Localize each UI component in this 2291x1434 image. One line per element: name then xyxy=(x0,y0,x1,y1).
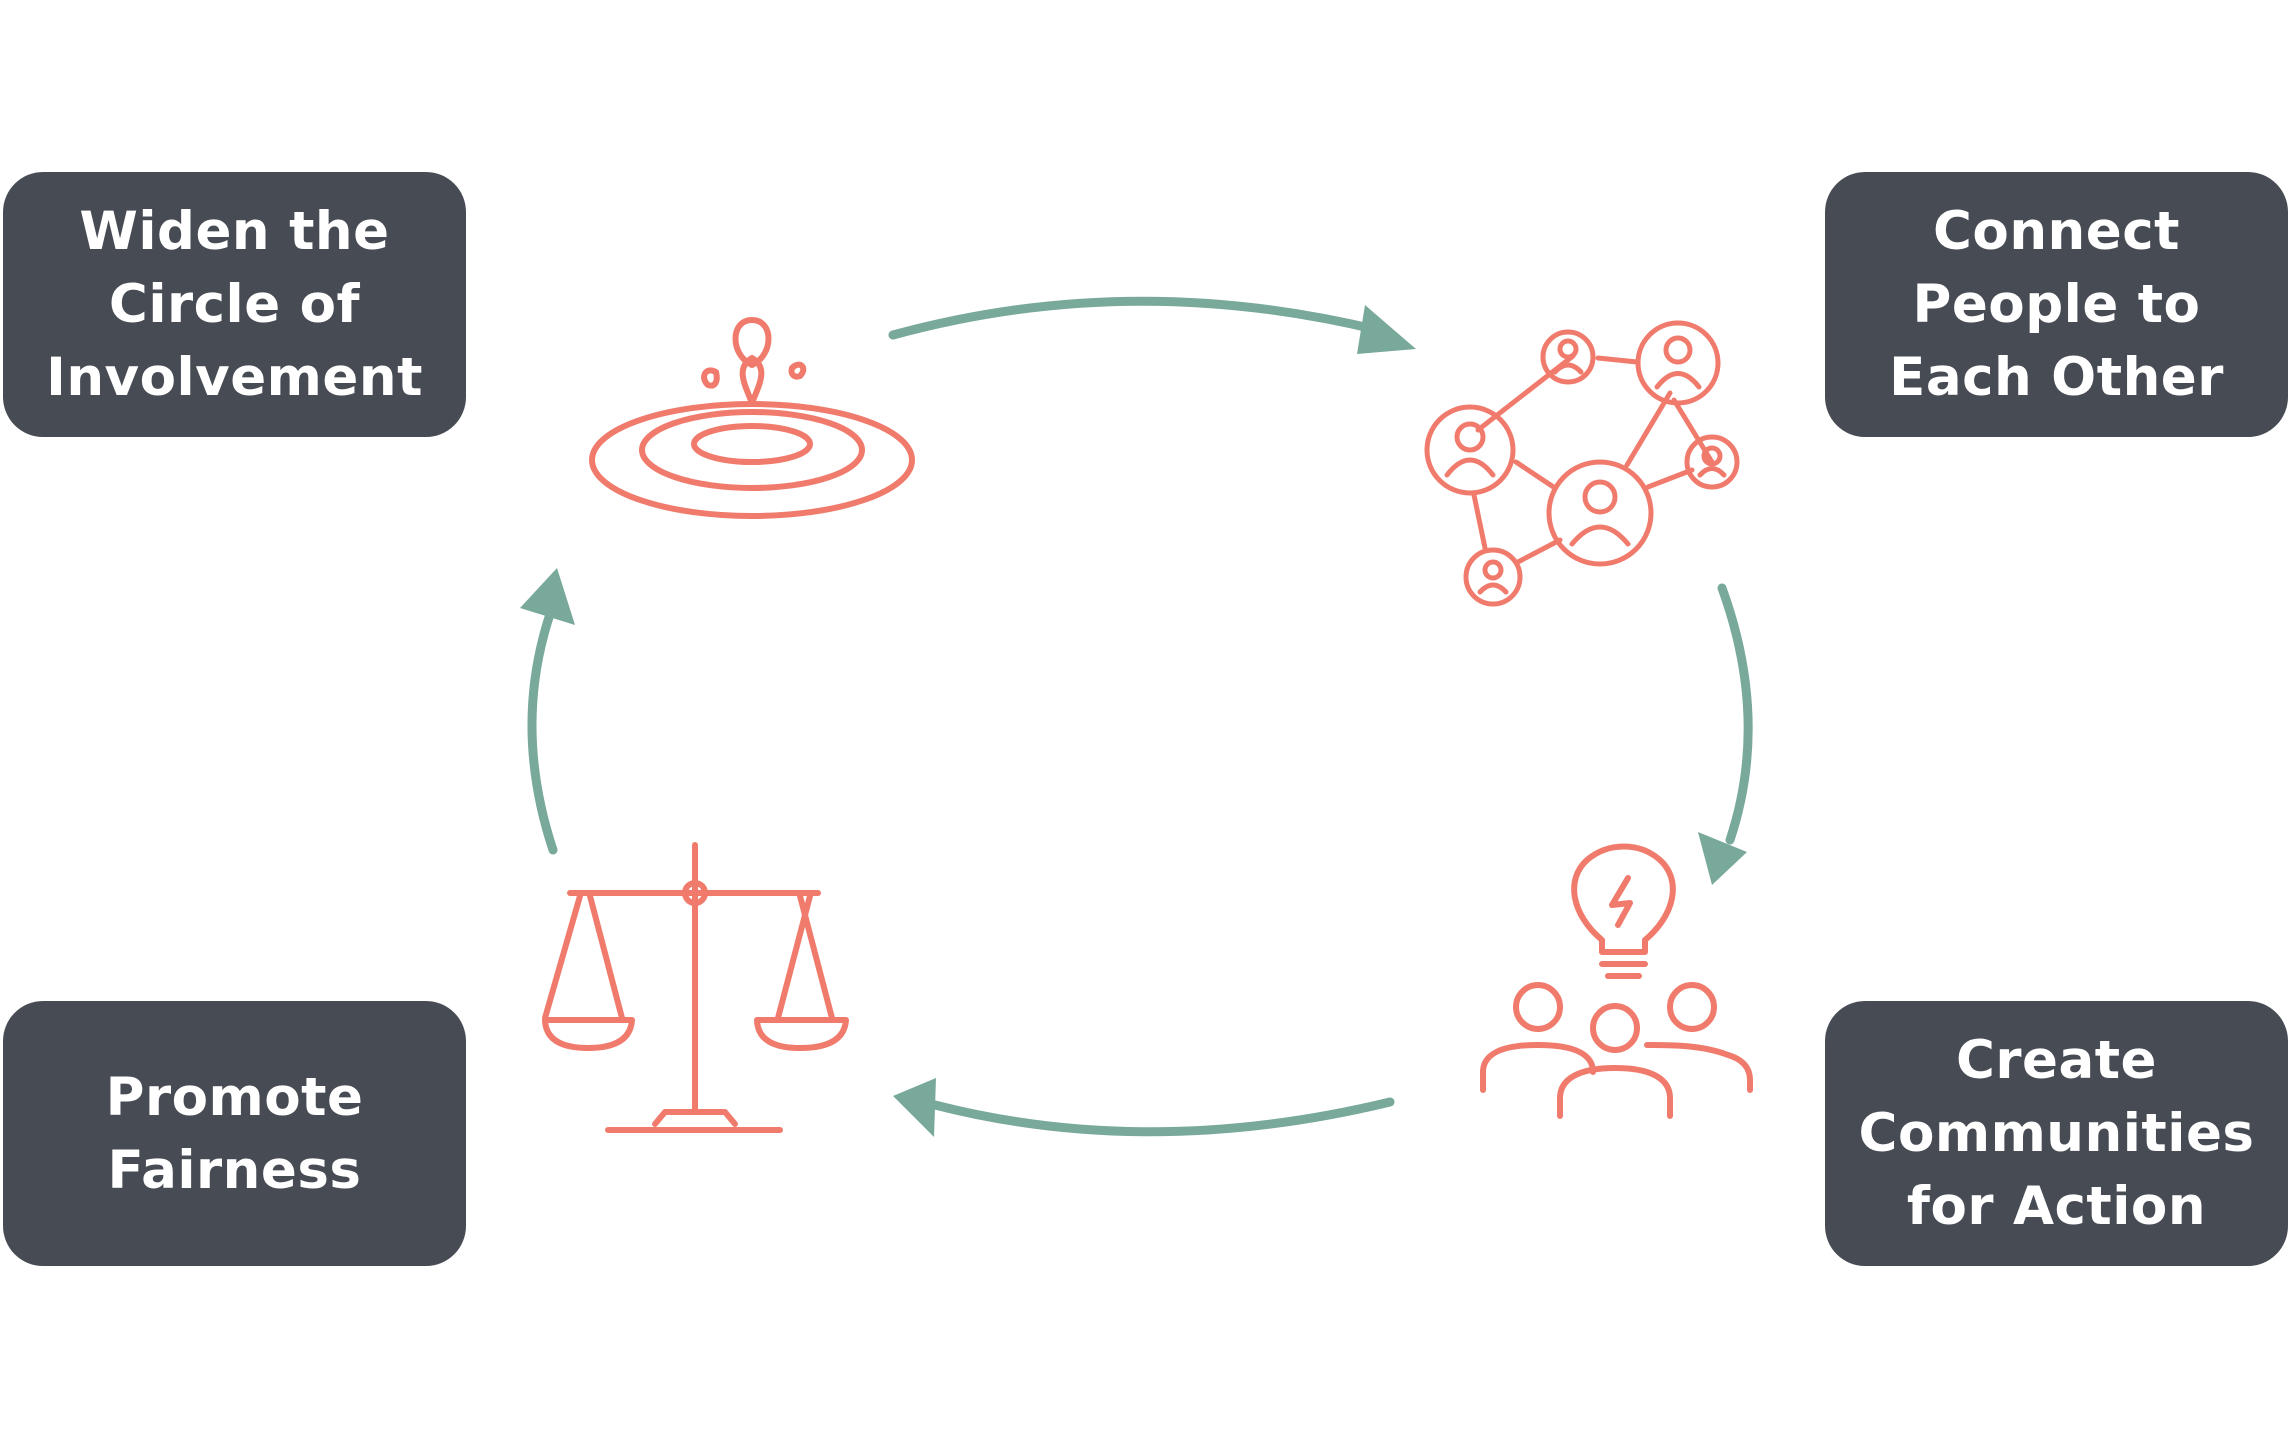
arrowhead-right xyxy=(1698,832,1747,885)
water-drop-ripple-icon xyxy=(589,317,915,519)
step-label: Create Communities for Action xyxy=(1858,1030,2255,1237)
arrow-top xyxy=(888,296,1383,340)
step-label: Connect People to Each Other xyxy=(1889,201,2224,408)
people-network-icon xyxy=(1424,320,1740,607)
step-box-connect-people: Connect People to Each Other xyxy=(1825,172,2288,437)
step-box-promote-fairness: Promote Fairness xyxy=(3,1001,466,1266)
step-label: Widen the Circle of Involvement xyxy=(46,201,423,408)
arrowhead-left xyxy=(520,568,575,625)
step-label: Promote Fairness xyxy=(105,1066,364,1201)
group-lightbulb-icon xyxy=(1480,843,1753,1119)
balance-scale-icon xyxy=(542,842,849,1133)
arrowhead-top xyxy=(1357,305,1416,354)
arrowhead-bottom xyxy=(893,1078,936,1137)
arrow-left xyxy=(527,595,560,855)
arrow-right xyxy=(1717,583,1753,845)
arrow-bottom xyxy=(930,1097,1395,1137)
step-box-widen-circle: Widen the Circle of Involvement xyxy=(3,172,466,437)
step-box-create-communities: Create Communities for Action xyxy=(1825,1001,2288,1266)
